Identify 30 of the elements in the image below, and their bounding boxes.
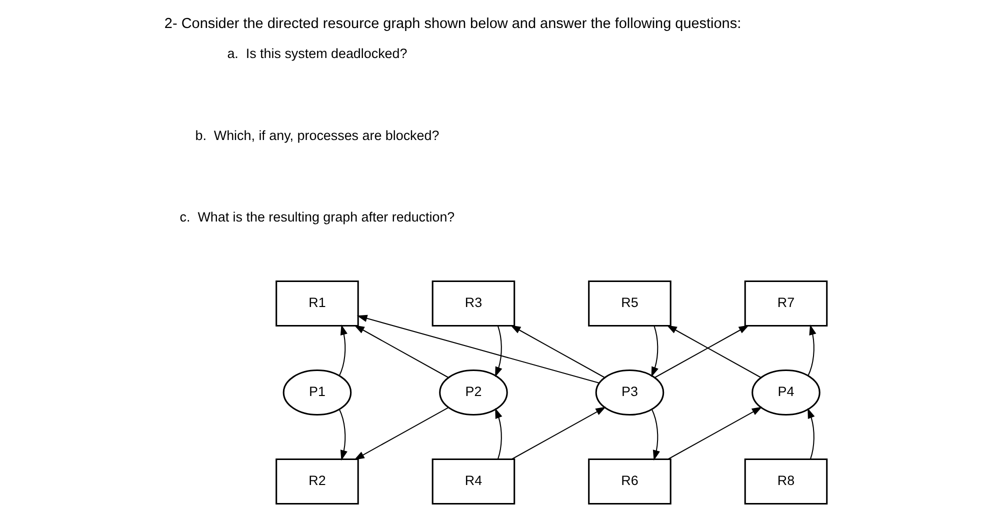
- label: b. Which, if any, processes are blocked?: [195, 128, 440, 143]
- arrow: [356, 314, 600, 384]
- arrow: [495, 408, 502, 460]
- arrow: [495, 326, 502, 378]
- arrow: [668, 406, 762, 460]
- node-box: R7: [744, 280, 828, 327]
- arrow: [808, 324, 816, 376]
- arrow: [651, 409, 660, 461]
- arrow: [651, 326, 658, 378]
- label: a. Is this system deadlocked?: [227, 46, 408, 62]
- label: c. What is the resulting graph after reduction?: [180, 210, 455, 225]
- arrow: [354, 407, 449, 460]
- node-box: R6: [588, 458, 672, 505]
- arrow: [510, 325, 605, 378]
- arrow: [338, 324, 348, 376]
- node-box: R5: [588, 280, 672, 327]
- arrow: [511, 406, 606, 460]
- arrow: [338, 409, 348, 461]
- arrow: [654, 325, 750, 378]
- arrow: [666, 325, 762, 378]
- arrow: [354, 325, 449, 378]
- node-ellipse: P2: [439, 370, 508, 416]
- node-box: R4: [432, 458, 516, 505]
- node-ellipse: P1: [282, 370, 352, 416]
- node-box: R3: [432, 280, 516, 327]
- diagram-title: 2- Consider the directed resource graph shown below and answer the following questions:: [164, 16, 742, 32]
- arrow: [808, 408, 815, 460]
- node-box: R8: [744, 458, 828, 505]
- node-box: R2: [276, 458, 359, 505]
- node-box: R1: [276, 280, 359, 327]
